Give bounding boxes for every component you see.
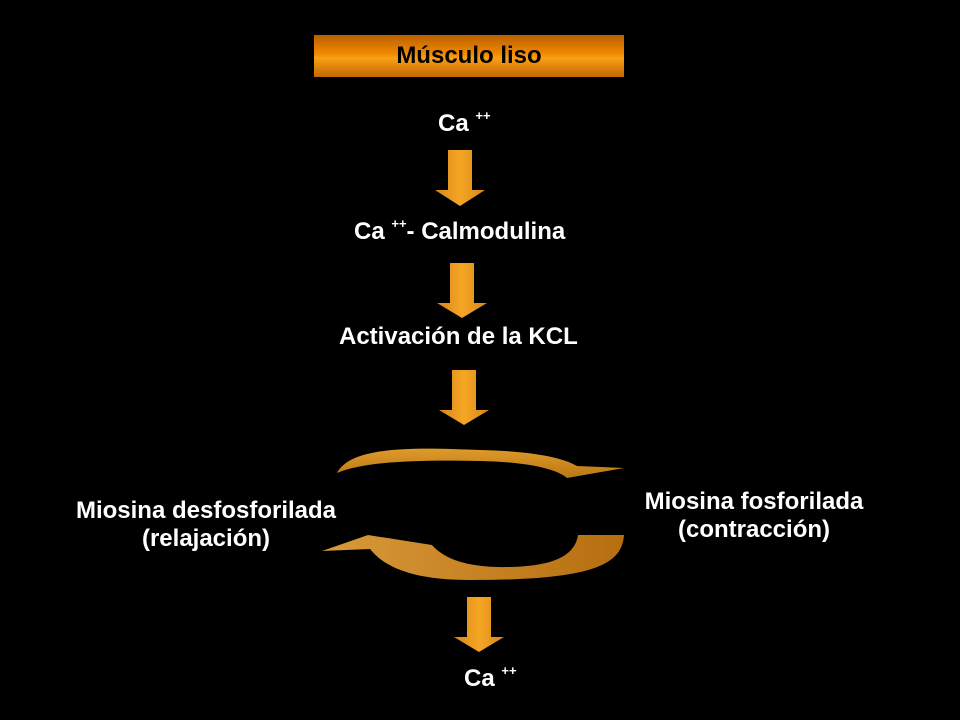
arrow-down-3: [439, 370, 489, 425]
node-activacion: Activación de la KCL: [339, 323, 578, 350]
node-ca-calmodulina: Ca ++- Calmodulina: [354, 216, 566, 246]
miosina-desfosforilada-line1: Miosina desfosforilada: [75, 497, 337, 524]
miosina-fosforilada-line1: Miosina fosforilada: [644, 488, 864, 515]
cycle-arrow-top: [337, 448, 624, 478]
ca-calmodulina-sup: ++: [391, 216, 407, 231]
ca-top-base: Ca: [438, 110, 476, 137]
ca-calmodulina-rest: - Calmodulina: [406, 218, 566, 245]
miosina-desfosforilada-line2: (relajación): [141, 525, 271, 552]
cycle-arrow-bottom: [322, 535, 624, 580]
ca-calmodulina-base: Ca: [354, 218, 392, 245]
title-banner: Músculo liso: [314, 35, 624, 77]
page-title: Músculo liso: [396, 42, 542, 69]
node-ca-bottom: Ca ++: [464, 663, 517, 693]
arrow-down-4: [454, 597, 504, 652]
node-miosina-fosforilada: Miosina fosforilada (contracción): [626, 488, 882, 544]
miosina-fosforilada-line2: (contracción): [677, 516, 830, 543]
ca-bottom-base: Ca: [464, 665, 502, 692]
arrow-down-2: [437, 263, 487, 318]
ca-top-sup: ++: [475, 108, 491, 123]
arrow-down-1: [435, 150, 485, 206]
ca-bottom-sup: ++: [501, 663, 517, 678]
node-miosina-desfosforilada: Miosina desfosforilada (relajación): [58, 497, 354, 553]
node-ca-top: Ca ++: [438, 108, 491, 138]
